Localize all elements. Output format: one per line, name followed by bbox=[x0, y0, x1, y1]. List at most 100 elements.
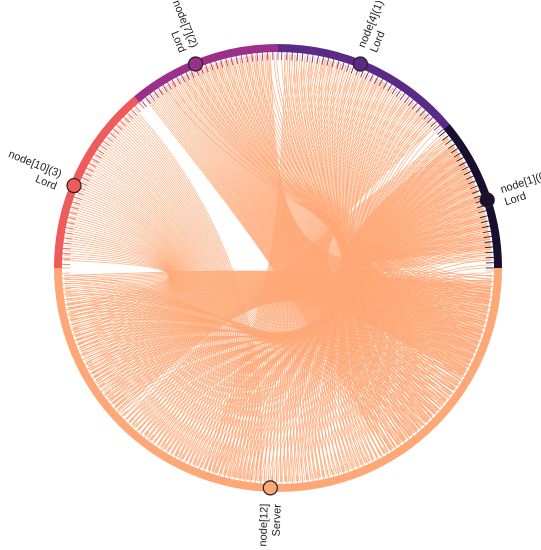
ring-tick bbox=[128, 417, 135, 425]
ring-tick bbox=[399, 93, 406, 100]
ring-tick bbox=[69, 322, 78, 326]
ring-tick bbox=[408, 429, 414, 437]
ring-tick bbox=[430, 409, 437, 416]
edge-peach-spoke bbox=[178, 236, 490, 458]
ring-tick bbox=[395, 89, 401, 98]
node-10-3[interactable]: node[10](3)Lord bbox=[2, 148, 82, 194]
edge-bundle-magenta bbox=[187, 73, 445, 403]
edge-bundle-red bbox=[67, 228, 175, 356]
node-marker[interactable] bbox=[479, 192, 495, 208]
node-marker[interactable] bbox=[262, 480, 278, 496]
ring-tick bbox=[477, 325, 486, 329]
ring-tick bbox=[76, 342, 84, 346]
ring-tick bbox=[189, 457, 194, 466]
ring-tick bbox=[474, 335, 483, 339]
ring-tick bbox=[468, 180, 476, 185]
ring-tick bbox=[433, 405, 441, 412]
node-4-1[interactable]: node[4](1)Lord bbox=[352, 0, 398, 72]
edge-peach-spoke bbox=[341, 78, 378, 460]
ring-tick bbox=[63, 292, 72, 295]
ring-tick bbox=[66, 308, 75, 311]
ring-tick bbox=[430, 120, 437, 127]
node-1-0[interactable]: node[1](0)Lord bbox=[479, 169, 541, 208]
ring-tick bbox=[62, 253, 71, 255]
ring-tick bbox=[462, 363, 470, 368]
ring-tick bbox=[448, 143, 456, 150]
ring-tick bbox=[94, 153, 102, 159]
ring-tick bbox=[246, 54, 249, 63]
edge-bundle-red bbox=[66, 235, 173, 345]
ring-tick bbox=[127, 112, 134, 120]
ring-tick bbox=[453, 152, 461, 158]
ring-tick bbox=[162, 85, 168, 93]
ring-tick bbox=[235, 56, 238, 65]
ring-tick bbox=[311, 473, 314, 482]
ring-tick bbox=[205, 64, 209, 73]
ring-tick bbox=[469, 349, 477, 354]
edge-peach-spoke bbox=[112, 314, 486, 405]
ring-tick bbox=[449, 385, 457, 391]
edge-peach-spoke bbox=[199, 68, 490, 301]
node-12[interactable]: node[12]Server bbox=[257, 480, 284, 547]
ring-tick bbox=[185, 72, 190, 80]
ring-tick bbox=[161, 443, 167, 451]
edge-bundle-magenta bbox=[145, 99, 386, 454]
node-marker[interactable] bbox=[187, 56, 204, 72]
ring-tick bbox=[260, 475, 262, 484]
ring-tick bbox=[62, 248, 71, 250]
ring-tick bbox=[341, 465, 345, 474]
node-role: Server bbox=[271, 504, 284, 537]
node-name: node[10](3) bbox=[7, 148, 64, 180]
ring-tick bbox=[355, 460, 360, 469]
edge-bundle-magenta bbox=[196, 69, 455, 391]
ring-tick bbox=[481, 225, 490, 228]
edge-bundle-peach-a bbox=[68, 279, 488, 315]
ring-tick bbox=[326, 470, 330, 479]
ring-tick bbox=[483, 236, 492, 239]
ring-tick bbox=[301, 53, 304, 62]
ring-tick bbox=[64, 297, 73, 300]
edge-peach-spoke bbox=[205, 207, 484, 470]
ring-tick bbox=[261, 52, 264, 61]
edge-peach-spoke bbox=[289, 132, 444, 482]
ring-tick bbox=[336, 60, 340, 69]
ring-tick bbox=[218, 468, 222, 476]
ring-tick bbox=[158, 87, 164, 95]
ring-tick bbox=[148, 434, 154, 442]
ring-tick bbox=[80, 351, 88, 356]
ring-tick bbox=[100, 386, 108, 393]
ring-tick bbox=[443, 393, 451, 399]
ring-tick bbox=[68, 317, 77, 321]
node-marker[interactable] bbox=[352, 56, 369, 72]
edge-bundle-magenta bbox=[165, 85, 417, 432]
ring-tick bbox=[103, 391, 111, 397]
ring-tick bbox=[66, 221, 75, 225]
ring-tick bbox=[229, 470, 232, 479]
ring-tick bbox=[478, 210, 487, 214]
ring-tick bbox=[485, 285, 494, 288]
ring-tick bbox=[391, 441, 397, 449]
ring-tick bbox=[203, 463, 208, 472]
ring-tick bbox=[95, 378, 103, 384]
edge-peach-spoke bbox=[178, 78, 492, 289]
node-7-2[interactable]: node[7](2)Lord bbox=[158, 0, 204, 72]
ring-tick bbox=[296, 52, 298, 61]
ring-tick bbox=[326, 57, 330, 66]
edge-bundle-magenta bbox=[160, 88, 409, 438]
ring-tick bbox=[452, 380, 460, 386]
edge-bundle-purple bbox=[208, 54, 289, 471]
ring-tick bbox=[239, 472, 242, 481]
edge-peach-spoke bbox=[209, 65, 483, 333]
ring-tick bbox=[134, 105, 141, 113]
edge-peach-spoke bbox=[232, 180, 474, 478]
ring-tick bbox=[411, 102, 418, 110]
ring-tick bbox=[116, 124, 123, 131]
ring-tick bbox=[423, 113, 430, 120]
ring-tick bbox=[423, 416, 430, 423]
ring-tick bbox=[440, 397, 448, 404]
node-name: node[12] bbox=[257, 503, 270, 546]
ring-tick bbox=[404, 432, 410, 440]
node-marker[interactable] bbox=[66, 177, 82, 194]
ring-tick bbox=[408, 99, 414, 107]
ring-tick bbox=[463, 170, 472, 176]
